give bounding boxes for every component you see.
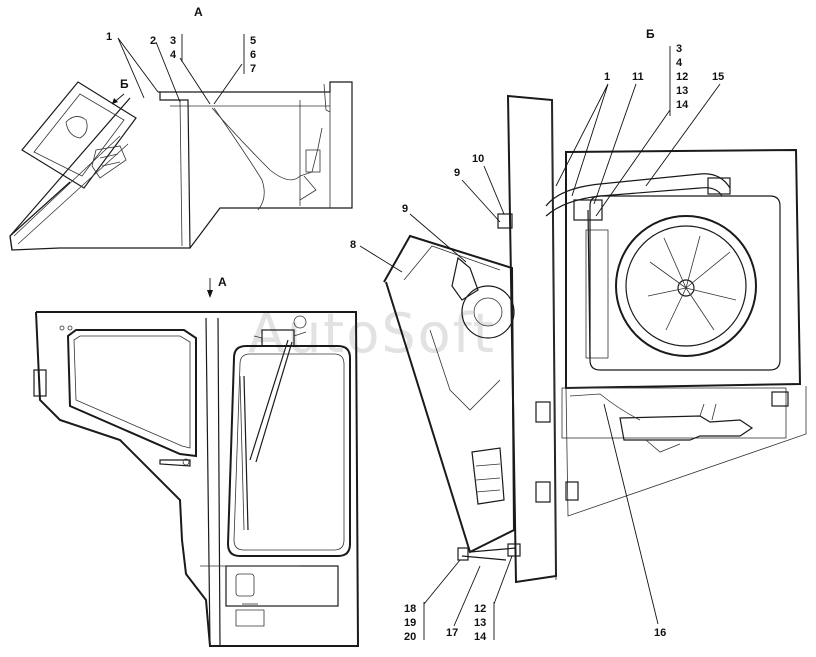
callout-14-right: 14	[676, 99, 689, 111]
callout-15: 15	[712, 71, 724, 83]
callout-12-right: 12	[676, 71, 688, 83]
callout-10: 10	[472, 153, 484, 165]
callout-6: 6	[250, 49, 256, 61]
callout-3-right: 3	[676, 43, 682, 55]
callout-4-right: 4	[676, 57, 683, 69]
callout-3-left: 3	[170, 35, 176, 47]
callout-8: 8	[350, 239, 356, 251]
callout-2: 2	[150, 35, 156, 47]
callout-20: 20	[404, 631, 416, 643]
callout-17: 17	[446, 627, 458, 639]
view-a-title: А	[194, 5, 203, 19]
callout-14-bottom: 14	[474, 631, 487, 643]
callout-13-bottom: 13	[474, 617, 486, 629]
callout-12-bottom: 12	[474, 603, 486, 615]
view-b-arrow-label: Б	[120, 77, 129, 91]
cab-front-view: А	[33, 275, 360, 647]
callout-7: 7	[250, 63, 256, 75]
callout-16: 16	[654, 627, 666, 639]
view-b-title: Б	[646, 27, 655, 41]
callout-18: 18	[404, 603, 416, 615]
callout-1-right: 1	[604, 71, 610, 83]
callout-1-left: 1	[106, 31, 112, 43]
callout-9-lower: 9	[402, 203, 408, 215]
view-b-diagram: Б	[350, 27, 807, 643]
callout-19: 19	[404, 617, 416, 629]
view-a-arrow-label: А	[218, 275, 227, 289]
callout-5: 5	[250, 35, 256, 47]
callout-13-right: 13	[676, 85, 688, 97]
view-a-diagram: А 1 2 3 4 5 6 7 Б	[9, 5, 353, 251]
callout-11: 11	[632, 71, 644, 83]
callout-9-upper: 9	[454, 167, 460, 179]
callout-4-left: 4	[170, 49, 177, 61]
